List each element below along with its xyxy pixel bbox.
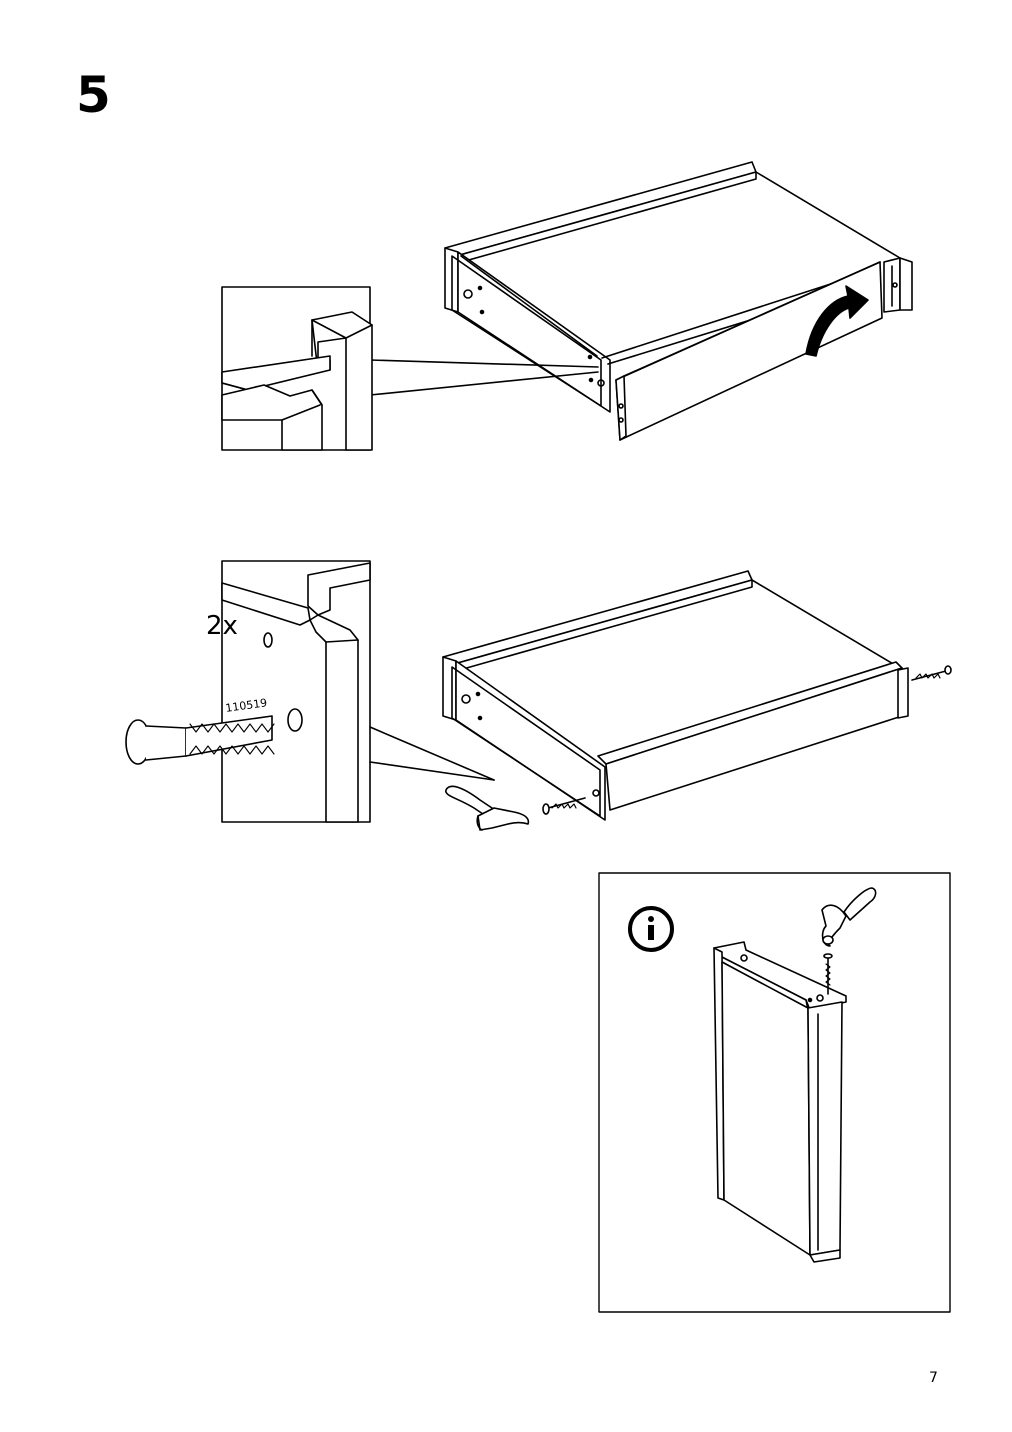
dowel-detail: 2x 110519 bbox=[125, 560, 495, 823]
part-number-label: 110519 bbox=[225, 696, 268, 715]
drawer-frame-open-front bbox=[444, 161, 913, 441]
joint-detail-1 bbox=[221, 286, 599, 451]
page-number: 7 bbox=[929, 1370, 938, 1386]
drawer-frame-closed bbox=[442, 570, 952, 831]
info-icon bbox=[628, 906, 674, 952]
step-number: 5 bbox=[76, 66, 111, 124]
info-box bbox=[598, 872, 951, 1313]
quantity-label: 2x bbox=[206, 611, 238, 641]
